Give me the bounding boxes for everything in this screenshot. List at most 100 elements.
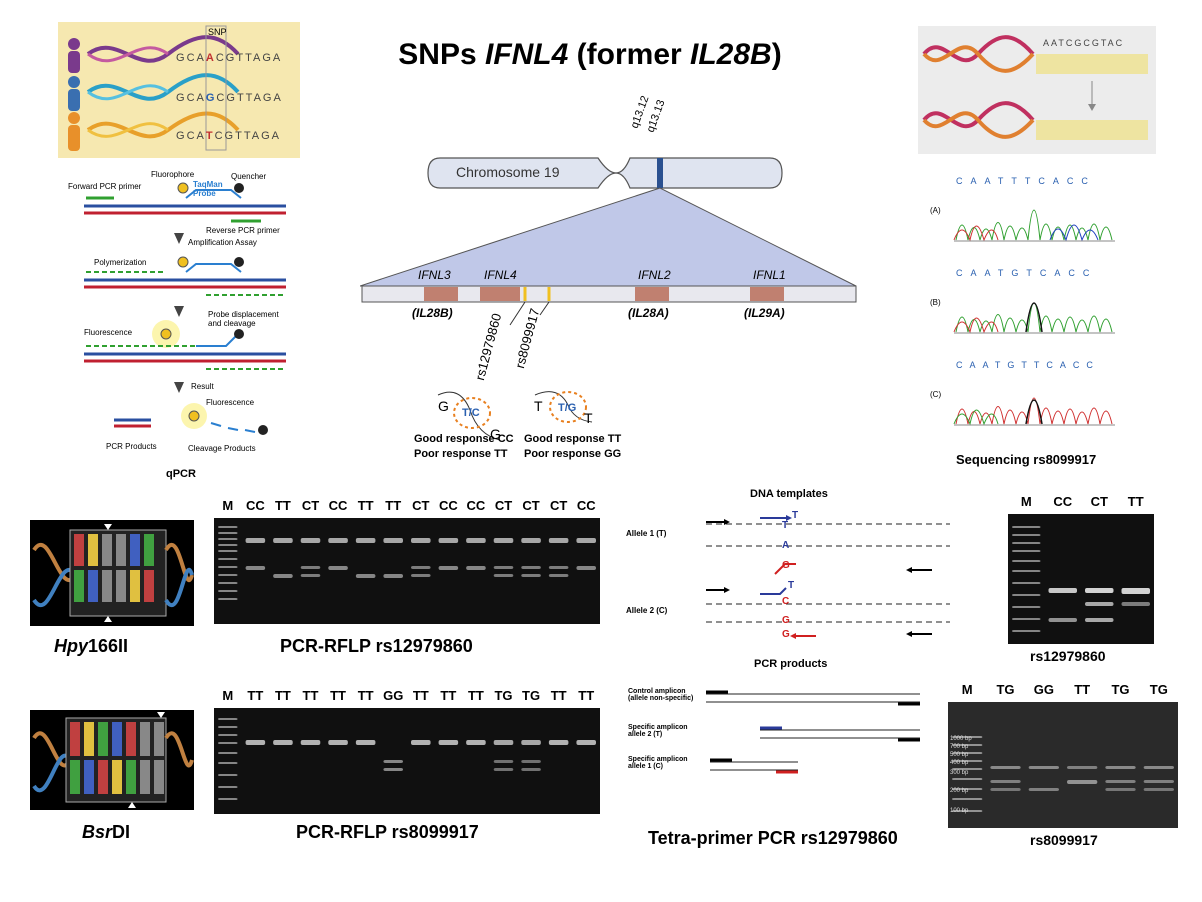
gel-band — [521, 538, 541, 543]
sequencing-top-seq: AATCGCGTAC — [1043, 38, 1125, 48]
gel-band — [218, 582, 238, 584]
tetra-primer-svg — [706, 515, 950, 774]
ladder-size-label: 500 bp — [950, 752, 969, 758]
people-icon — [68, 38, 80, 151]
gel-band — [1012, 542, 1041, 544]
gel-band — [411, 740, 431, 745]
lane-label: CC — [438, 498, 458, 513]
rflp1-gel — [214, 518, 600, 624]
gel3-svg — [1012, 526, 1150, 632]
gel-band — [218, 734, 238, 736]
gel-band — [952, 752, 983, 754]
lane-label: CC — [466, 498, 486, 513]
gel-band — [548, 566, 569, 569]
gel-band — [1028, 788, 1059, 791]
chromatogram-c-bases: CAATGTTCACC — [956, 360, 1100, 370]
gel-band — [438, 740, 459, 745]
gel-band — [952, 798, 983, 800]
quencher-label: Quencher — [231, 172, 267, 181]
allele1-base-3: A — [782, 540, 790, 551]
gel-band — [300, 574, 321, 577]
gel-band — [218, 752, 238, 754]
gel-band — [1012, 550, 1041, 552]
gel-band — [1067, 766, 1098, 769]
alias-il28b: (IL28B) — [412, 306, 453, 320]
gel-band — [218, 762, 238, 764]
gel-band — [218, 590, 238, 592]
page-title: SNPs IFNL4 (former IL28B) — [330, 38, 850, 72]
gel-band — [1012, 630, 1041, 632]
qpcr-diagram: Forward PCR primer Fluorophore TaqMan Pr… — [56, 168, 306, 488]
ladder-size-label: 100 bp — [950, 808, 969, 814]
gel-band — [1012, 594, 1041, 596]
gel-band — [218, 538, 238, 540]
lane-label: M — [222, 498, 234, 513]
fluorescence-result-label: Fluorescence — [206, 398, 255, 407]
gel-band — [300, 538, 321, 543]
gel-band — [1012, 560, 1041, 562]
gel-band — [990, 788, 1021, 791]
gene-ifnl3: IFNL3 — [418, 268, 451, 282]
gel-band — [218, 786, 238, 788]
lane-label: TT — [1127, 494, 1144, 509]
lane-label: TG — [996, 682, 1015, 697]
gel-band — [1105, 766, 1136, 769]
gel-band — [438, 538, 459, 543]
bsrdi-enzyme-image — [30, 710, 194, 810]
gene-ifnl2: IFNL2 — [638, 268, 671, 282]
forward-primer-label: Forward PCR primer — [68, 182, 142, 191]
gel-band — [952, 736, 983, 738]
gel-band — [466, 740, 486, 745]
taqman-probe-label: TaqMan Probe — [193, 180, 223, 198]
gel-band — [245, 538, 266, 543]
lane-label: TT — [274, 498, 291, 513]
qpcr-caption: qPCR — [166, 468, 196, 480]
bsr-prefix: Bsr — [82, 822, 113, 842]
gene-ifnl1: IFNL1 — [753, 268, 786, 282]
gel-band — [952, 760, 983, 762]
lane-label: TG — [522, 688, 541, 703]
gel-band — [1105, 780, 1136, 783]
specific-amplicon-c-label: Specific amplicon allele 1 (C) — [628, 756, 688, 770]
gel-band — [493, 538, 514, 543]
pcr-products-label: PCR Products — [106, 442, 157, 451]
lane-label: TT — [274, 688, 291, 703]
gel3-caption: rs12979860 — [1030, 648, 1106, 664]
allele2-good-response: Good response TT — [524, 433, 622, 445]
gel-band — [355, 574, 376, 578]
gel-band — [952, 768, 983, 770]
cleavage-products-label: Cleavage Products — [188, 444, 256, 453]
allele2-base-1: T — [788, 580, 795, 591]
gel-band — [1121, 588, 1150, 594]
allele1-right-base: G — [490, 426, 501, 442]
sequencing-dna-svg — [922, 35, 1148, 140]
bsr-suffix: DI — [112, 822, 131, 842]
chromatogram-svg — [953, 209, 1115, 426]
gel-band — [548, 740, 569, 745]
dna-templates-title: DNA templates — [750, 488, 828, 500]
chromatogram-a-bases: CAATTTCACC — [956, 176, 1096, 186]
title-gene: IFNL4 — [484, 38, 569, 71]
allele1-base-2: T — [782, 520, 789, 531]
lane-label: CC — [1053, 494, 1073, 509]
gel-band — [1143, 788, 1174, 791]
rflp2-gel — [214, 708, 600, 814]
chromosome-diagram: Chromosome 19 q13.12 q13.13 IFNL3 IFNL4 … — [359, 94, 870, 470]
lane-label: TT — [1074, 682, 1091, 697]
reverse-primer-label: Reverse PCR primer — [206, 226, 280, 235]
gel-band — [1012, 582, 1041, 584]
allele1-snp: T/C — [462, 407, 480, 419]
sequencing-chromatograms: (A) (B) (C) CAATTTCACC CAATGTCACC CAATGT… — [930, 170, 1130, 450]
lane-label: TT — [440, 688, 457, 703]
gel-band — [990, 780, 1021, 783]
allele2-base-3: G — [782, 615, 790, 626]
gel-band — [218, 558, 238, 560]
gel-band — [576, 538, 596, 543]
lane-label: TT — [330, 688, 346, 703]
allele2-base-2: C — [782, 596, 790, 607]
chromosome-name: Chromosome 19 — [456, 164, 560, 180]
allele1-label: Allele 1 (T) — [626, 529, 667, 538]
polymerization-label: Polymerization — [94, 258, 147, 267]
ladder-size-label: 200 bp — [950, 788, 969, 794]
